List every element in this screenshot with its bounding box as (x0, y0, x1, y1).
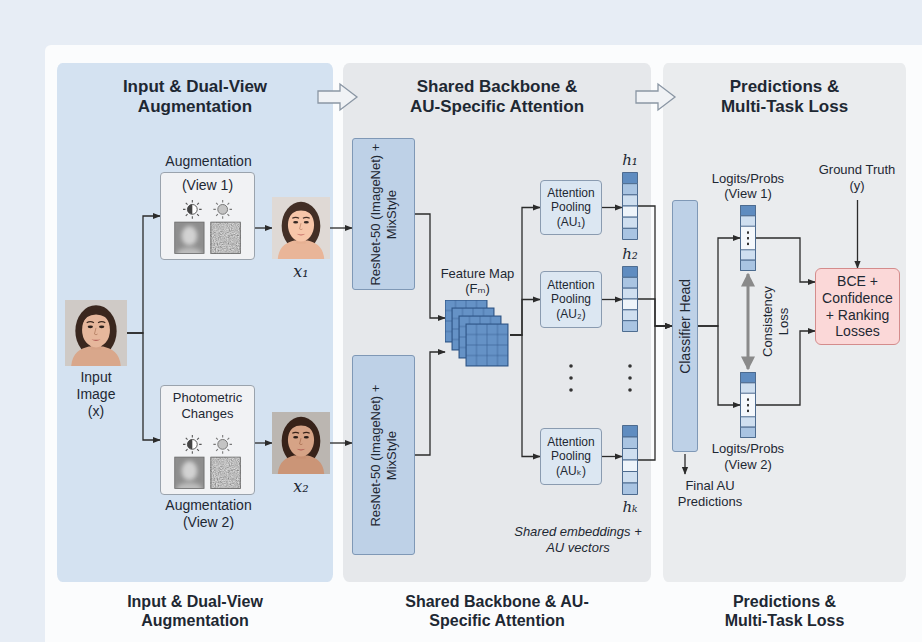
connector (756, 238, 815, 282)
connector (510, 335, 540, 457)
process-box: Attention Pooling (AUₖ) (540, 428, 602, 485)
face-image (272, 412, 330, 474)
face-image (65, 300, 127, 366)
augmentation-icons (161, 198, 254, 256)
output-arrow (684, 454, 685, 474)
stage-panel: Shared Backbone & AU-Specific AttentionS… (343, 63, 651, 582)
connector (747, 274, 750, 369)
logit-vector (740, 205, 756, 271)
node-text: Logits/Probs (View 1) (698, 171, 798, 202)
embedding-vector (622, 266, 638, 332)
note-label: Final AU Predictions (668, 478, 752, 509)
embedding-vector (622, 172, 638, 240)
connector (602, 456, 622, 457)
connector (330, 227, 352, 228)
connector (698, 326, 740, 405)
connector (638, 299, 672, 326)
connector (698, 238, 740, 326)
node-text: Feature Map (Fₘ) (435, 266, 521, 297)
stage-arrow (636, 84, 675, 110)
node-text: Attention Pooling (AU₁) (544, 186, 598, 229)
connector (638, 206, 672, 326)
ellipsis-dots (569, 364, 632, 392)
node-text: Augmentation (154, 153, 264, 170)
process-box: Augmentation(View 1) (160, 172, 255, 260)
node-text: Photometric Changes (164, 390, 251, 421)
process-box: Photometric ChangesAugmentation (View 2) (160, 385, 255, 495)
node-text: Logits/Probs (View 2) (698, 441, 798, 472)
image-node: hₖ (622, 425, 638, 495)
node-text: Input Image (x) (70, 369, 122, 419)
node-text: Shared Backbone & AU-Specific Attention (405, 592, 590, 630)
connector (510, 208, 540, 336)
stage-panel: Input & Dual-View AugmentationInput & Du… (57, 63, 333, 582)
node-text: Predictions & Multi-Task Loss (710, 77, 860, 118)
node-text: ResNet-50 (ImageNet) + MixStyle (368, 360, 399, 550)
connector (602, 207, 622, 208)
node-text: h₁ (615, 151, 645, 169)
connector (510, 300, 540, 336)
module-box: ResNet-50 (ImageNet) + MixStyle (352, 355, 415, 555)
connector (127, 216, 160, 333)
connector (415, 352, 445, 455)
image-node: h₂ (622, 266, 638, 332)
connector (638, 326, 672, 460)
note-label: Shared embeddings + AU vectors (506, 524, 650, 555)
image-node: x₂ (272, 412, 330, 474)
node-text: x₁ (281, 262, 321, 281)
image-node: Input Image (x) (65, 300, 127, 366)
connector (602, 299, 622, 300)
edge-label: Consistency Loss (760, 277, 791, 367)
stage-arrow (318, 84, 357, 110)
node-text: Attention Pooling (AU₂) (544, 278, 598, 321)
node-text: Attention Pooling (AUₖ) (544, 435, 598, 478)
feature-map-stack (445, 300, 510, 370)
augmentation-icons (161, 433, 254, 491)
node-text: h₂ (615, 245, 645, 263)
node-text: Ground Truth (y) (812, 162, 902, 193)
process-box: Ground Truth (y) (812, 158, 902, 198)
connector (857, 200, 858, 268)
process-box: BCE + Confidence + Ranking Losses (815, 268, 900, 345)
logit-vector (740, 372, 756, 438)
embedding-vector (622, 425, 638, 495)
node-text: ResNet-50 (ImageNet) + MixStyle (368, 143, 399, 285)
node-text: BCE + Confidence + Ranking Losses (819, 273, 896, 340)
node-text: x₂ (281, 477, 321, 496)
process-box: Attention Pooling (AU₁) (540, 180, 602, 235)
connector (330, 442, 352, 443)
node-text: Classifier Head (677, 205, 694, 447)
connector (127, 333, 160, 440)
image-node: Feature Map (Fₘ) (445, 300, 510, 370)
node-text: (View 1) (182, 177, 233, 194)
connector (415, 214, 445, 318)
node-text: hₖ (615, 498, 645, 516)
node-text: Input & Dual-View Augmentation (95, 592, 295, 630)
image-node: x₁ (272, 197, 330, 259)
connector (255, 442, 272, 443)
module-box: Classifier Head (672, 200, 698, 452)
node-text: Augmentation (View 2) (157, 497, 261, 531)
image-node: Logits/Probs (View 2) (740, 372, 756, 438)
node-text: Predictions & Multi-Task Loss (710, 592, 860, 630)
module-box: ResNet-50 (ImageNet) + MixStyle (352, 138, 415, 290)
image-node: Logits/Probs (View 1) (740, 205, 756, 271)
connector (255, 227, 272, 228)
image-node: h₁ (622, 172, 638, 240)
node-text: Shared Backbone & AU-Specific Attention (405, 77, 590, 118)
node-text: Input & Dual-View Augmentation (95, 77, 295, 118)
process-box: Attention Pooling (AU₂) (540, 271, 602, 328)
face-image (272, 197, 330, 259)
